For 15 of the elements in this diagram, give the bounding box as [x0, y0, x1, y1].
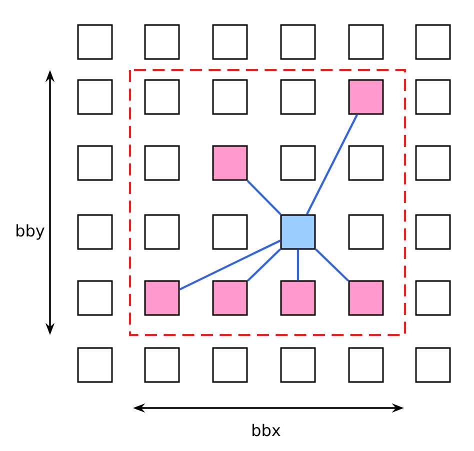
- connector-line: [179, 240, 281, 290]
- filled-square: [212, 145, 248, 181]
- dimension-label: bbx: [252, 424, 280, 436]
- connector-line: [296, 250, 300, 280]
- connector-line: [247, 248, 282, 282]
- filled-square: [280, 214, 316, 250]
- connector-line: [306, 114, 358, 215]
- filled-square: [144, 280, 180, 316]
- filled-square: [348, 79, 384, 115]
- filled-square: [348, 280, 384, 316]
- filled-square: [280, 280, 316, 316]
- dimension-label: bby: [16, 224, 44, 240]
- connector-line: [246, 180, 282, 216]
- filled-square: [212, 280, 248, 316]
- connector-line: [315, 248, 350, 282]
